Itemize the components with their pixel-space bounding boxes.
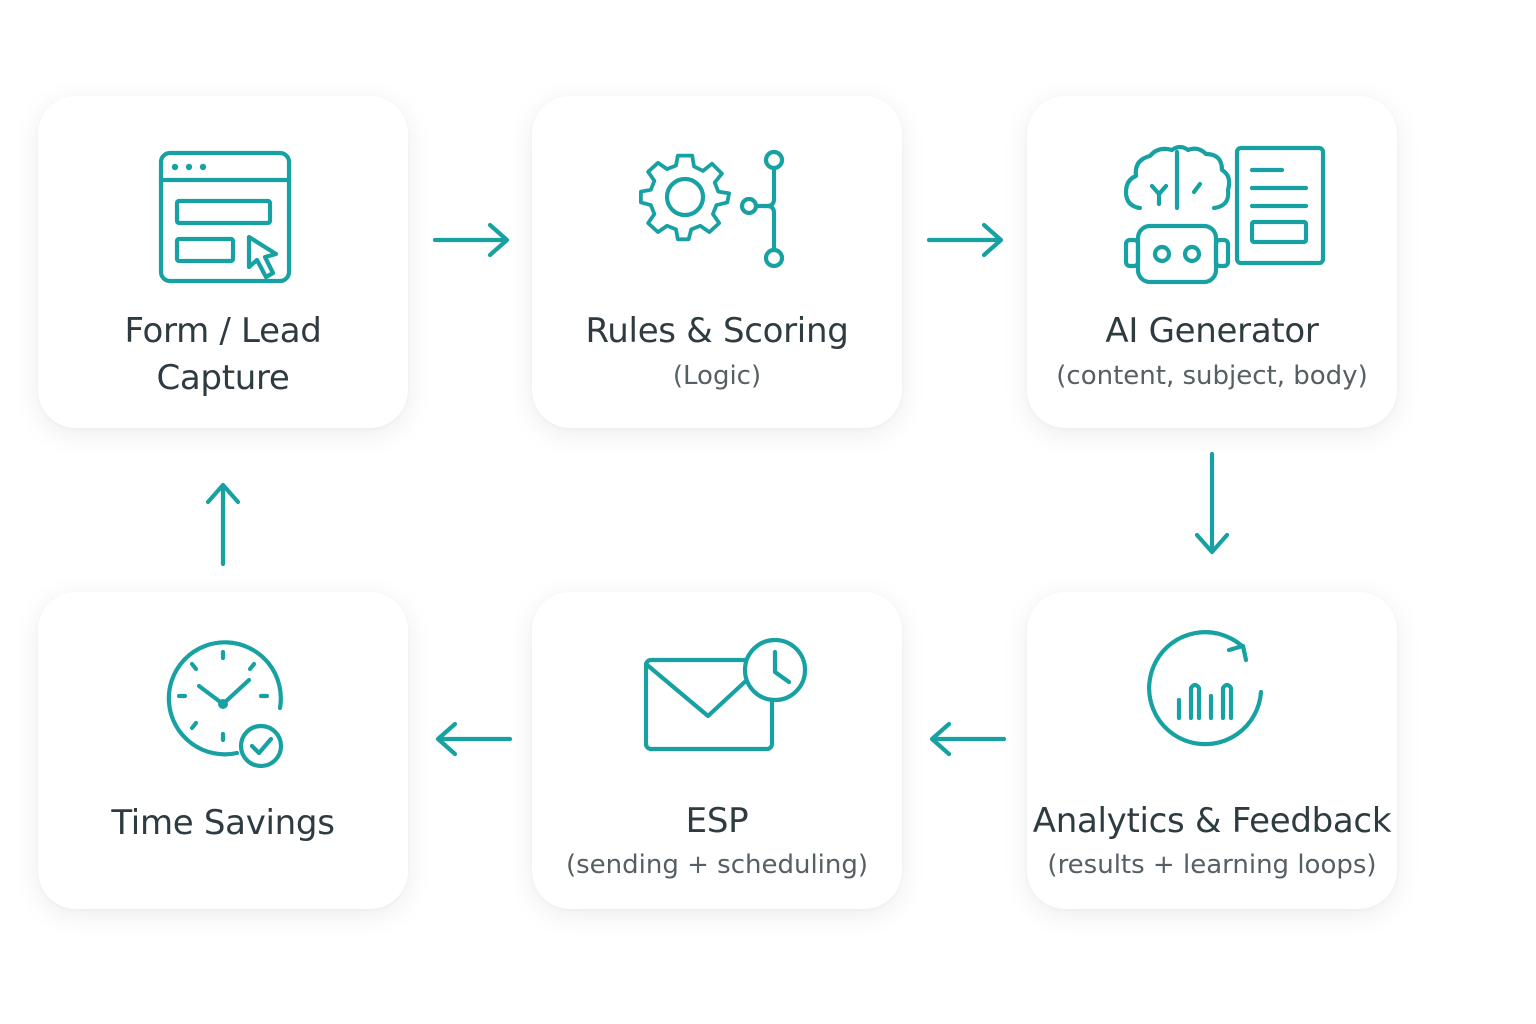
node-analytics-feedback: Analytics & Feedback (results + learning… <box>1027 592 1397 909</box>
clock-check-icon <box>166 640 284 769</box>
node-esp: ESP (sending + scheduling) <box>532 592 902 909</box>
node-time-savings: Time Savings <box>38 592 408 909</box>
node-subtitle: (sending + scheduling) <box>565 850 869 880</box>
node-ai-generator: AI Generator (content, subject, body) <box>1027 96 1397 428</box>
browser-form-cursor-icon <box>158 150 292 284</box>
node-form-lead-capture: Form / Lead Capture <box>38 96 408 428</box>
brain-robot-document-icon <box>1123 144 1326 285</box>
edge-arrow-form-to-rules <box>432 222 510 258</box>
node-subtitle: (content, subject, body) <box>1056 361 1368 391</box>
node-title-line2: Capture <box>156 358 290 398</box>
node-subtitle: (Logic) <box>672 361 762 391</box>
node-title-line1: Form / Lead <box>124 311 322 351</box>
node-title: ESP <box>685 801 749 841</box>
edge-arrow-time-to-form <box>205 482 241 567</box>
node-title: Rules & Scoring <box>585 311 849 351</box>
node-title: AI Generator <box>1105 311 1319 351</box>
edge-arrow-rules-to-ai <box>926 222 1004 258</box>
gear-branch-icon <box>639 149 785 269</box>
edge-arrow-esp-to-time <box>435 721 513 757</box>
node-title: Time Savings <box>111 803 335 843</box>
chart-refresh-icon <box>1147 630 1264 747</box>
envelope-clock-icon <box>643 637 808 752</box>
edge-arrow-ai-to-analytics <box>1194 451 1230 555</box>
node-rules-scoring: Rules & Scoring (Logic) <box>532 96 902 428</box>
node-subtitle: (results + learning loops) <box>1047 850 1377 880</box>
node-title: Analytics & Feedback <box>1032 801 1392 841</box>
edge-arrow-analytics-to-esp <box>929 721 1007 757</box>
